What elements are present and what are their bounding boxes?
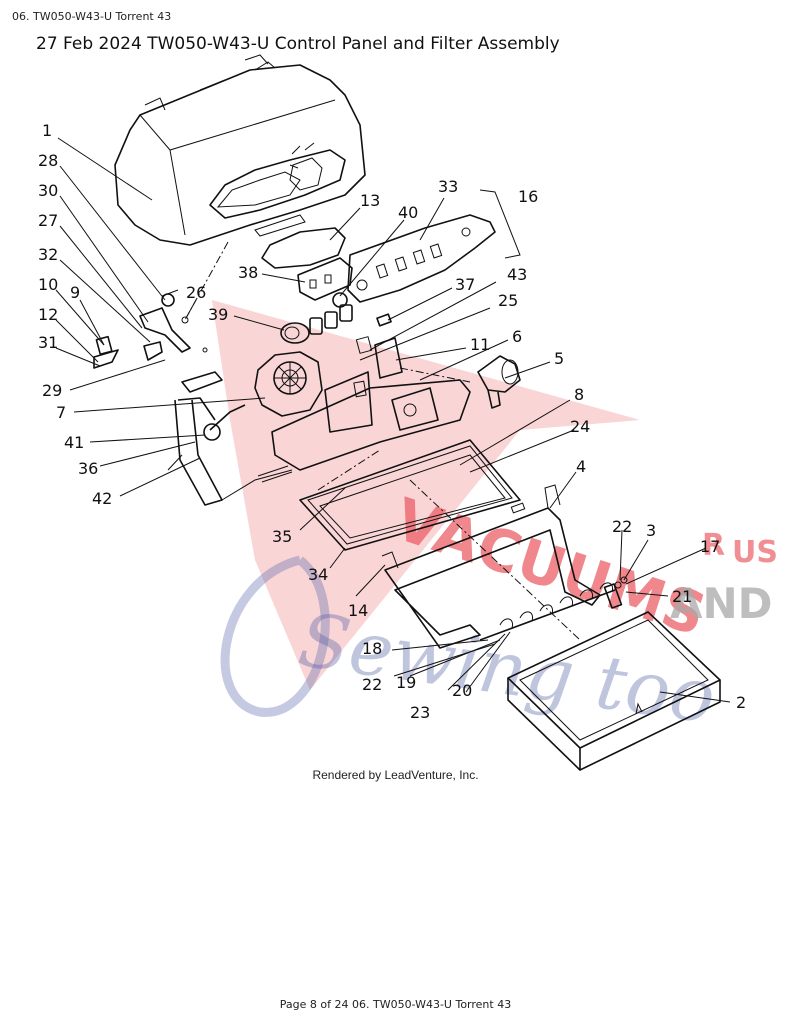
part-top-cover xyxy=(114,54,366,246)
part-filter-box xyxy=(507,611,721,771)
callout-9: 9 xyxy=(70,283,80,302)
watermark-and: AND xyxy=(670,579,773,628)
callout-2: 2 xyxy=(736,693,746,712)
part-clip xyxy=(376,313,392,327)
alignment-lines xyxy=(184,241,581,641)
part-gasket xyxy=(261,227,346,269)
callout-12: 12 xyxy=(38,305,58,324)
part-spring-rod xyxy=(479,576,628,641)
callout-4: 4 xyxy=(576,457,586,476)
callout-17: 17 xyxy=(700,537,720,556)
part-switch-plate xyxy=(297,257,353,301)
callout-7: 7 xyxy=(56,403,66,422)
part-hose-assembly xyxy=(167,371,293,506)
watermark-r: R xyxy=(702,528,725,563)
watermark-swash xyxy=(220,555,330,717)
part-filter-frame xyxy=(299,439,521,551)
rendered-by-note: Rendered by LeadVenture, Inc. xyxy=(312,768,479,782)
page-title: 27 Feb 2024 TW050-W43-U Control Panel an… xyxy=(36,34,560,54)
callout-14: 14 xyxy=(348,601,368,620)
callout-29: 29 xyxy=(42,381,62,400)
part-small-hardware xyxy=(93,289,208,369)
callout-13: 13 xyxy=(360,191,380,210)
callout-28: 28 xyxy=(38,151,58,170)
callout-41: 41 xyxy=(64,433,84,452)
callout-27: 27 xyxy=(38,211,58,230)
callout-10: 10 xyxy=(38,275,58,294)
callout-26: 26 xyxy=(186,283,206,302)
part-blower-housing xyxy=(254,351,323,417)
callout-3: 3 xyxy=(646,521,656,540)
callout-1: 1 xyxy=(42,121,52,140)
part-motor xyxy=(477,355,521,409)
callout-18: 18 xyxy=(362,639,382,658)
callout-20: 20 xyxy=(452,681,472,700)
callout-19: 19 xyxy=(396,673,416,692)
part-base-tray xyxy=(271,371,471,471)
callout-6: 6 xyxy=(512,327,522,346)
callout-22b: 22 xyxy=(362,675,382,694)
part-control-panel-plate xyxy=(347,214,496,303)
callout-24: 24 xyxy=(570,417,590,436)
callout-40: 40 xyxy=(398,203,418,222)
callout-5: 5 xyxy=(554,349,564,368)
bracket-16 xyxy=(479,189,521,259)
callout-42: 42 xyxy=(92,489,112,508)
callout-8: 8 xyxy=(574,385,584,404)
watermark-us: US xyxy=(732,535,778,570)
callout-34: 34 xyxy=(308,565,328,584)
callout-31: 31 xyxy=(38,333,58,352)
page-footer: Page 8 of 24 06. TW050-W43-U Torrent 43 xyxy=(279,998,512,1011)
callout-16: 16 xyxy=(518,187,538,206)
callout-36: 36 xyxy=(78,459,98,478)
callout-22a: 22 xyxy=(612,517,632,536)
callout-32: 32 xyxy=(38,245,58,264)
callout-labels: 1 28 30 27 32 10 9 12 31 29 7 41 36 42 2… xyxy=(38,121,746,722)
callout-43: 43 xyxy=(507,265,527,284)
callout-33: 33 xyxy=(438,177,458,196)
callout-11: 11 xyxy=(470,335,490,354)
leader-lines xyxy=(55,137,731,703)
callout-21: 21 xyxy=(672,587,692,606)
callout-39: 39 xyxy=(208,305,228,324)
watermark: VACUUMS R US AND Sewing too xyxy=(212,300,778,741)
callout-38: 38 xyxy=(238,263,258,282)
callout-23: 23 xyxy=(410,703,430,722)
part-u-bracket xyxy=(381,484,601,649)
callout-25: 25 xyxy=(498,291,518,310)
part-switch-cluster xyxy=(280,292,353,344)
callout-37: 37 xyxy=(455,275,475,294)
callout-30: 30 xyxy=(38,181,58,200)
breadcrumb: 06. TW050-W43-U Torrent 43 xyxy=(12,10,172,23)
callout-35: 35 xyxy=(272,527,292,546)
